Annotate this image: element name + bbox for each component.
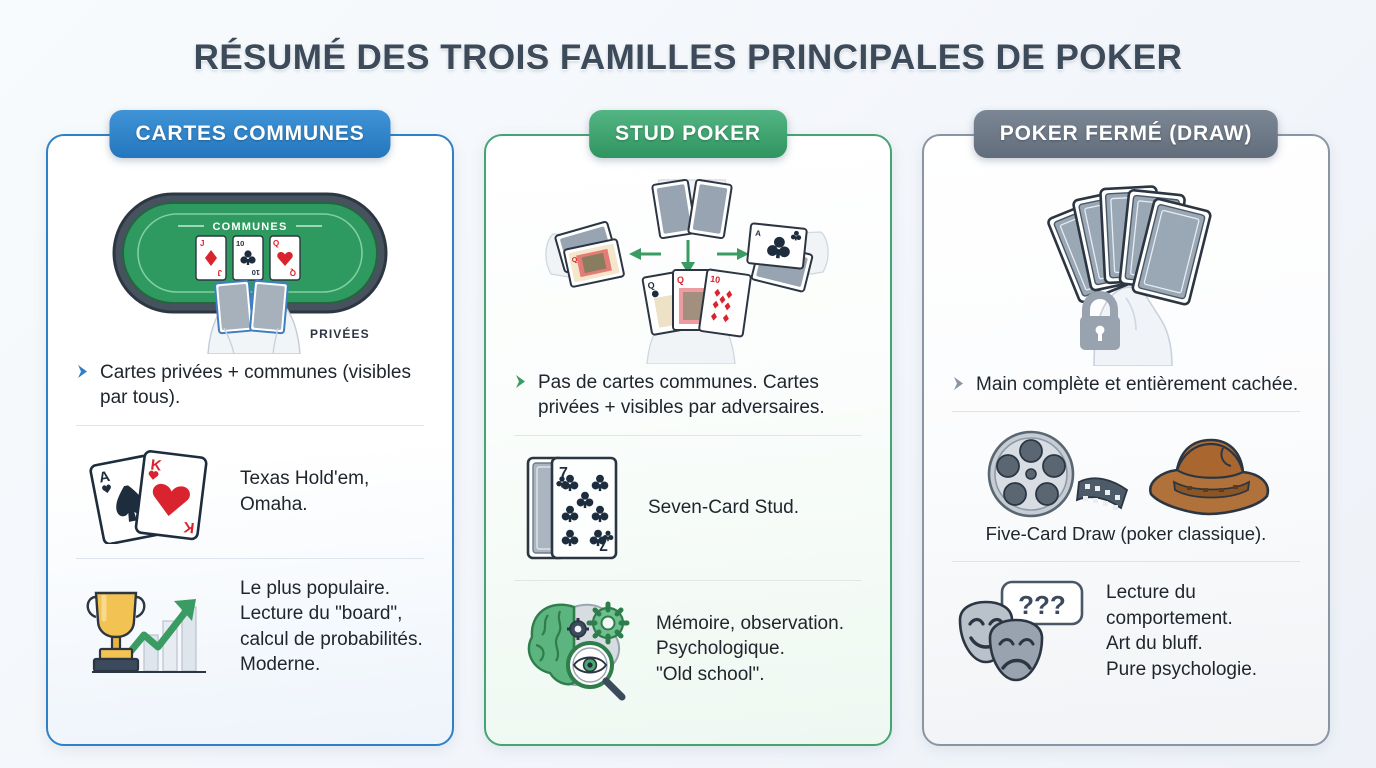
table-label-communes: COMMUNES [213, 221, 288, 233]
panel-stud-poker[interactable]: STUD POKER [484, 110, 892, 746]
panel-header-stud-poker: STUD POKER [589, 110, 787, 158]
svg-text:J: J [218, 268, 222, 277]
svg-text:7: 7 [559, 465, 568, 482]
hand-holding-hole-cards [207, 279, 301, 354]
hand-label-privees: PRIVÉES [310, 326, 370, 341]
community-card-3: Q Q [269, 235, 301, 281]
community-card-1: J J [195, 235, 227, 281]
theater-masks-question-icon: ??? [950, 576, 1090, 686]
page-title: RÉSUMÉ DES TROIS FAMILLES PRINCIPALES DE… [193, 38, 1183, 77]
bullet-community-cards: Cartes privées + communes (visibles par … [68, 354, 432, 421]
divider [76, 557, 424, 559]
svg-text:Q: Q [647, 280, 656, 291]
community-card-2: 10 10 [232, 235, 264, 281]
seven-of-clubs-with-facedown-icon: 7 7 [512, 450, 632, 566]
spacer [944, 696, 1308, 728]
row-text-memory: Mémoire, observation. Psychologique. "Ol… [656, 612, 844, 685]
row-popularity-skills: Le plus populaire. Lecture du "board", c… [68, 563, 432, 691]
chevron-right-icon [952, 376, 965, 396]
row-seven-card-stud: 7 7 Seven-Card Stud. [506, 440, 870, 576]
panel-header-draw-poker: POKER FERMÉ (DRAW) [973, 110, 1279, 158]
bubble-text: ??? [1018, 590, 1066, 620]
row-games-holdem-omaha: A K K Texas Hold'em, Omaha. [68, 430, 432, 554]
divider [952, 411, 1300, 413]
svg-text:10: 10 [252, 268, 260, 277]
bullet-draw-poker: Main complète et entièrement cachée. [944, 366, 1308, 407]
dealer-hand [651, 178, 733, 240]
arrow-down-icon [681, 240, 695, 274]
brain-gears-magnifier-icon [512, 595, 640, 703]
film-reel-icon [987, 431, 1129, 518]
bullet-text: Pas de cartes communes. Cartes privées +… [538, 372, 825, 419]
film-reel-cowboy-hat-icon [971, 426, 1281, 518]
bullet-text: Main complète et entièrement cachée. [976, 374, 1299, 395]
svg-text:K: K [182, 518, 195, 536]
spacer [506, 713, 870, 728]
divider [952, 561, 1300, 563]
panel-community-cards[interactable]: CARTES COMMUNES COMMUNES J J [46, 110, 454, 746]
row-text-popularity: Le plus populaire. Lecture du "board", c… [240, 578, 423, 676]
spacer [68, 691, 432, 728]
divider [514, 434, 862, 436]
svg-text:Q: Q [290, 268, 296, 277]
panel-header-community-cards: CARTES COMMUNES [109, 110, 391, 158]
svg-text:7: 7 [599, 536, 608, 553]
svg-text:A: A [98, 468, 112, 487]
poker-table-illustration: COMMUNES J J 10 10 [68, 178, 432, 354]
svg-text:Q: Q [273, 239, 279, 248]
trophy-growth-chart-icon [74, 573, 224, 681]
divider [514, 579, 862, 581]
row-text-behavior: Lecture du comportement. Art du bluff. P… [1106, 582, 1258, 680]
player-hand-right: A [746, 222, 829, 293]
cowboy-hat-icon [1149, 439, 1270, 516]
chevron-right-icon [514, 374, 527, 394]
svg-text:Q: Q [677, 275, 684, 285]
two-cards-ace-spade-king-heart-icon: A K K [74, 440, 224, 544]
bullet-stud-poker: Pas de cartes communes. Cartes privées +… [506, 364, 870, 431]
chevron-right-icon [76, 364, 89, 384]
facedown-cards-fan [1047, 185, 1212, 306]
svg-text:10: 10 [236, 239, 244, 248]
svg-text:J: J [200, 239, 204, 248]
row-text-seven-card-stud: Seven-Card Stud. [648, 497, 800, 519]
panel-draw-poker[interactable]: POKER FERMÉ (DRAW) [922, 110, 1330, 746]
lock-icon [1080, 290, 1120, 350]
player-hand-left: Q [545, 221, 625, 288]
magnifier-eye-icon [566, 640, 626, 701]
tragedy-mask-icon [988, 618, 1044, 682]
columns-container: CARTES COMMUNES COMMUNES J J [46, 110, 1330, 746]
divider [76, 424, 424, 426]
arrow-right-icon [717, 248, 749, 260]
row-memory-observation: Mémoire, observation. Psychologique. "Ol… [506, 585, 870, 713]
bullet-text: Cartes privées + communes (visibles par … [100, 362, 411, 409]
svg-text:Q: Q [571, 256, 578, 264]
hidden-hand-lock-illustration [944, 178, 1308, 366]
row-text-five-card-draw: Five-Card Draw (poker classique). [985, 523, 1267, 545]
arrow-left-icon [629, 248, 661, 260]
gear-small-icon [567, 617, 589, 640]
svg-text:10: 10 [710, 274, 721, 285]
row-five-card-draw: Five-Card Draw (poker classique). [944, 416, 1308, 557]
row-text-games: Texas Hold'em, Omaha. [240, 468, 370, 515]
stud-dealing-illustration: Q A [506, 178, 870, 364]
svg-text:K: K [150, 456, 163, 474]
row-behavior-bluff: ??? [944, 566, 1308, 696]
player-hand-bottom: Q Q 10 [641, 268, 752, 364]
svg-text:A: A [755, 229, 762, 239]
gear-large-icon [586, 601, 630, 645]
